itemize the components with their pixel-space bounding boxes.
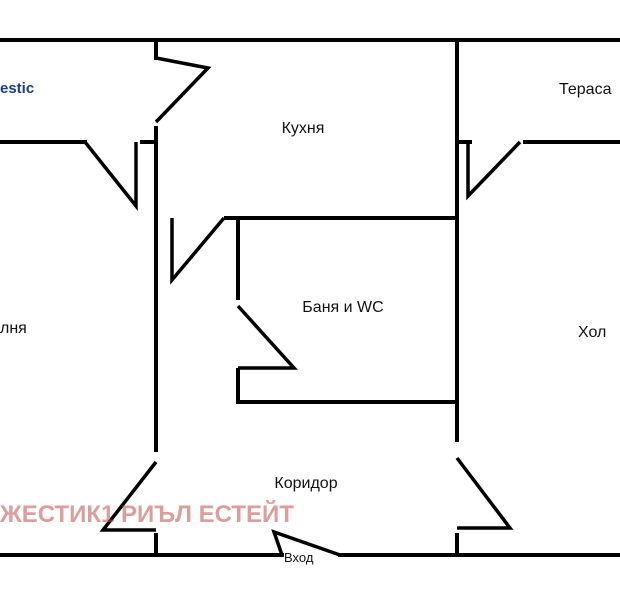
door-kitchen-top [154,56,212,124]
watermark: ЖЕСТИК1 РИЪЛ ЕСТЕЙТ [0,500,294,528]
room-label-living: Хол [578,324,606,341]
room-label-bathroom: Баня и WC [302,299,383,316]
room-label-bedroom: лня [0,320,27,337]
door-bedroom-corridor [99,460,158,532]
room-label-kitchen: Кухня [282,120,325,137]
door-bathroom [236,304,298,370]
door-bedroom [83,140,138,212]
door-entrance [271,529,341,557]
room-label-entrance: Вход [284,550,314,565]
door-kitchen-corridor [170,216,226,285]
room-label-terrace: Тераса [559,81,612,98]
door-living-corridor [455,456,514,530]
logo-text: estic [0,80,34,97]
room-label-corridor: Коридор [274,475,337,492]
door-terrace [466,140,522,201]
